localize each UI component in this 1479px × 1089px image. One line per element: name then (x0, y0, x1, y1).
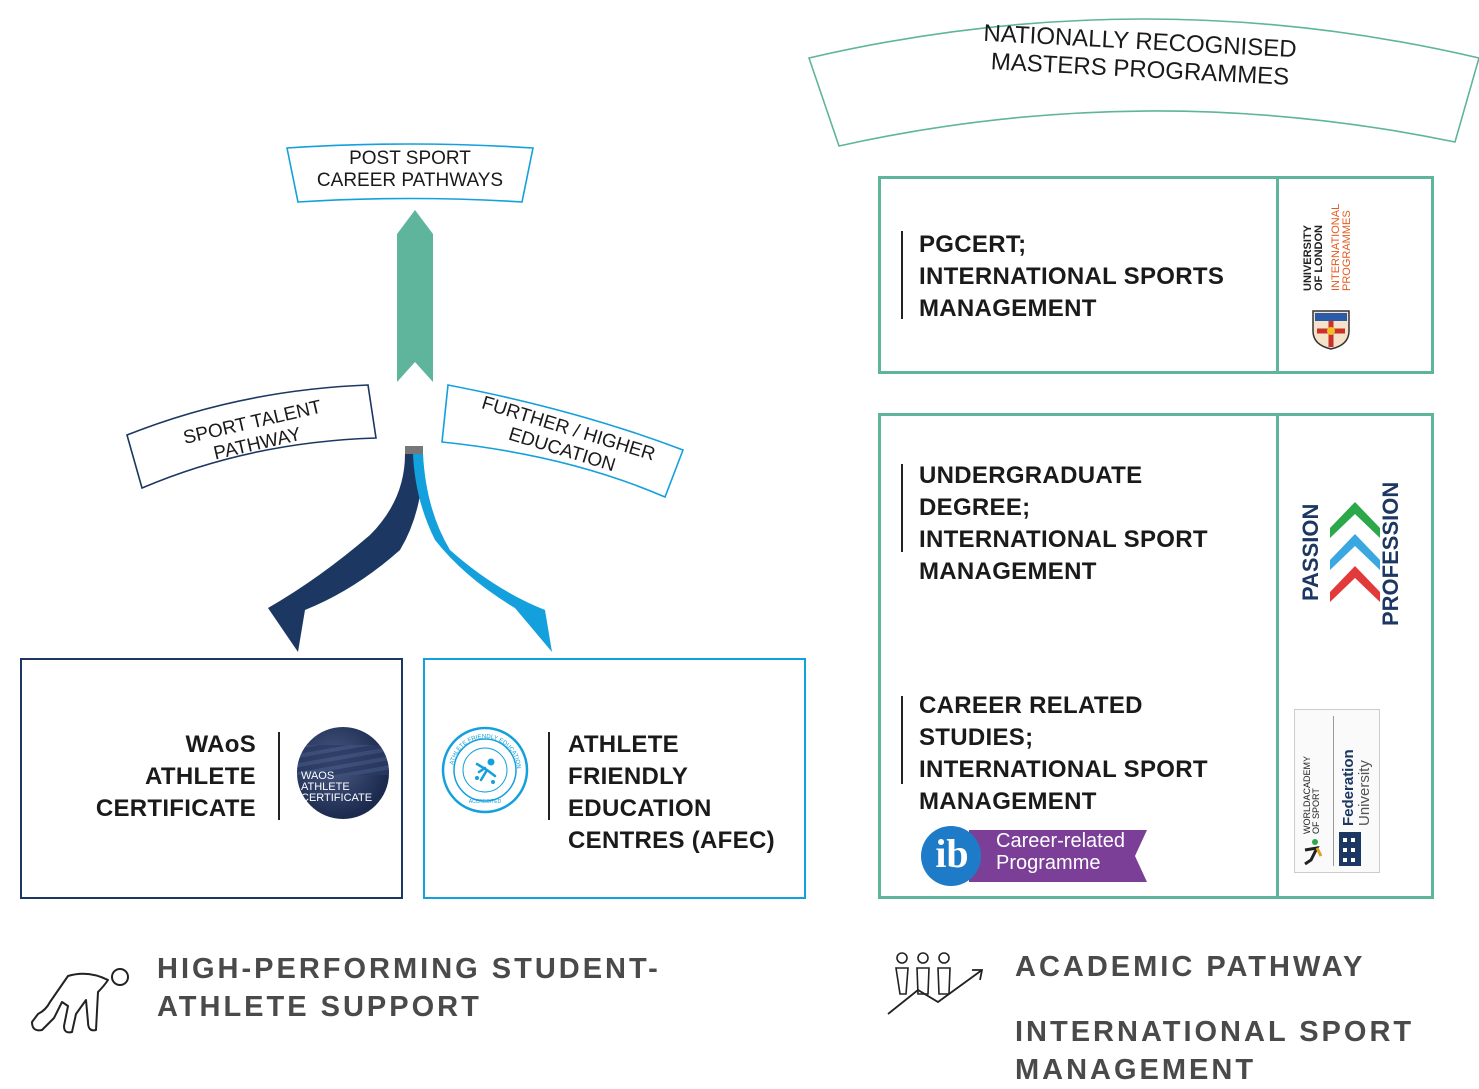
wa-text: WORLDACADEMY OF SPORT (1302, 755, 1321, 834)
ib-programme-text: Career-related Programme (996, 830, 1125, 874)
federation-text: Federation University (1340, 749, 1373, 826)
passion-word: PASSION (1298, 503, 1323, 601)
people-growth-icon (887, 952, 984, 1015)
post-sport-ribbon (286, 143, 534, 203)
further-education-ribbon (441, 384, 685, 499)
ib-logo-shape (921, 826, 1147, 886)
sport-talent-ribbon (126, 384, 377, 490)
profession-word: PROFESSION (1378, 481, 1403, 626)
afec-badge-icon: ATHLETE FRIENDLY EDUCATION CENTRE ACCRED… (441, 726, 529, 814)
divider (1333, 716, 1334, 866)
logo-divider (1276, 179, 1279, 371)
teal-up-arrow (397, 210, 433, 382)
divider (901, 696, 903, 784)
chevrons-icon (1330, 502, 1380, 602)
undergrad-title: UNDERGRADUATE DEGREE; INTERNATIONAL SPOR… (919, 462, 1208, 585)
runner-start-icon (31, 968, 129, 1034)
passion-profession-logo: PASSION PROFESSION (1286, 441, 1426, 631)
federation-mark-icon (1339, 832, 1361, 866)
divider (901, 464, 903, 552)
career-title: CAREER RELATED STUDIES; INTERNATIONAL SP… (919, 692, 1208, 815)
waos-certificate-box: WAoS ATHLETE CERTIFICATE WAOS ATHLETE CE… (20, 658, 403, 899)
federation-university-logo: WORLDACADEMY OF SPORT Federation Univers… (1294, 709, 1380, 873)
wa-runner-icon (1304, 839, 1323, 866)
masters-banner (807, 18, 1479, 147)
waos-certificate-title: WAoS ATHLETE CERTIFICATE (95, 731, 256, 822)
left-footer-title: HIGH-PERFORMING STUDENT- ATHLETE SUPPORT (157, 953, 661, 1023)
university-of-london-logo: UNIVERSITY OF LONDON INTERNATIONAL PROGR… (1301, 197, 1391, 357)
divider (901, 231, 903, 319)
coat-of-arms-icon (1312, 310, 1350, 350)
academic-programmes-box: UNDERGRADUATE DEGREE; INTERNATIONAL SPOR… (878, 413, 1434, 899)
pgcert-title: PGCERT; INTERNATIONAL SPORTS MANAGEMENT (919, 231, 1225, 322)
ribbon-line: POST SPORT (349, 148, 471, 169)
afec-box: ATHLETE FRIENDLY EDUCATION CENTRE ACCRED… (423, 658, 806, 899)
split-arrows (268, 446, 552, 652)
academic-pathway-title: ACADEMIC PATHWAY (1015, 951, 1366, 983)
divider (548, 732, 550, 820)
ib-career-programme-logo: ib Career-related Programme (919, 824, 1159, 888)
pgcert-box: PGCERT; INTERNATIONAL SPORTS MANAGEMENT … (878, 176, 1434, 374)
post-sport-ribbon-label: POST SPORT CAREER PATHWAYS (280, 148, 540, 192)
divider (278, 732, 280, 820)
ribbon-line: CAREER PATHWAYS (316, 170, 504, 191)
afec-title: ATHLETE FRIENDLY EDUCATION CENTRES (AFEC… (568, 731, 775, 854)
waos-certificate-badge: WAOS ATHLETE CERTIFICATE (297, 727, 389, 819)
international-sport-management-title: INTERNATIONAL SPORT MANAGEMENT (1015, 1016, 1415, 1086)
logo-divider (1276, 416, 1279, 896)
svg-text:ACCREDITED: ACCREDITED (469, 799, 502, 805)
masters-banner-label: NATIONALLY RECOGNISED MASTERS PROGRAMMES (982, 19, 1298, 91)
ib-mark: ib (935, 831, 969, 876)
